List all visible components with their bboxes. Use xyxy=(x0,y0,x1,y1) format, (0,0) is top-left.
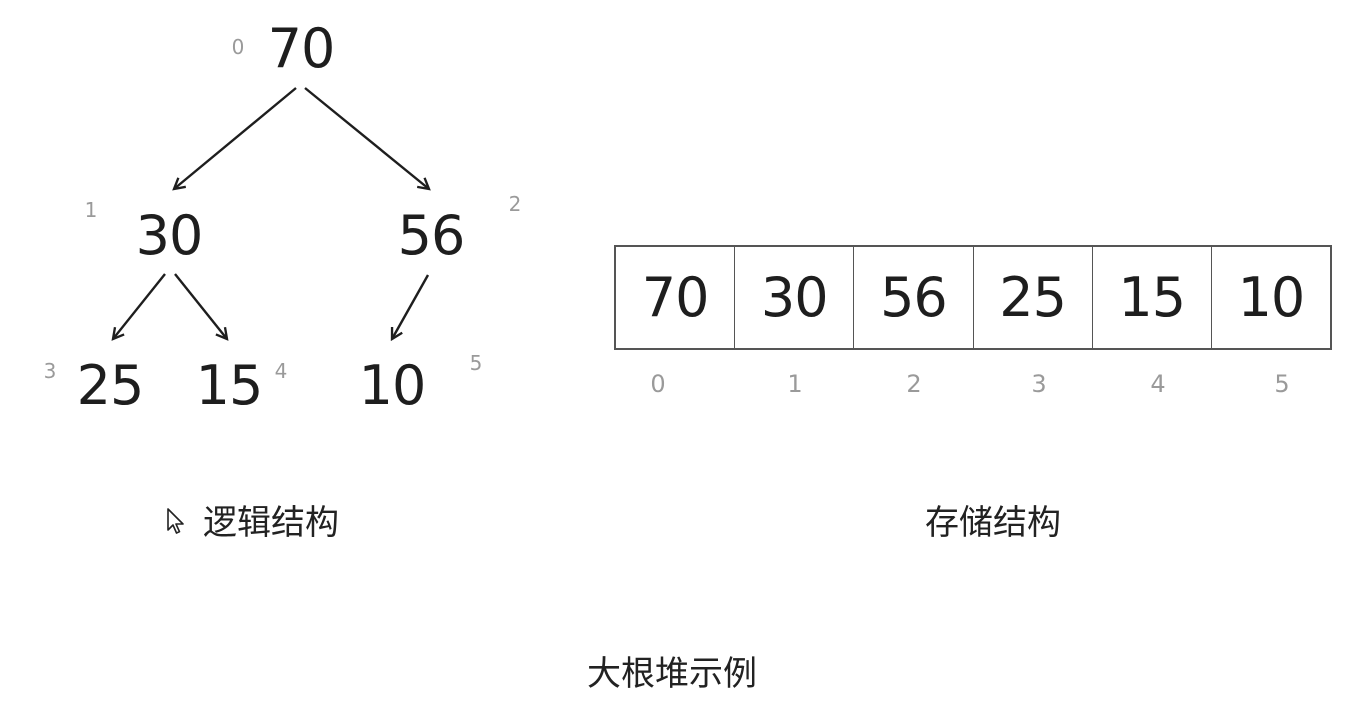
array-cell: 70 xyxy=(641,266,710,329)
tree-node-index: 3 xyxy=(43,359,57,383)
tree-node-index: 4 xyxy=(274,359,288,383)
array-index: 5 xyxy=(1274,370,1290,398)
tree-node-index: 1 xyxy=(84,198,98,222)
storage-array: 70 30 56 25 15 10 xyxy=(614,245,1332,350)
edge-0-2 xyxy=(304,87,429,189)
array-index: 0 xyxy=(650,370,666,398)
edge-0-1 xyxy=(174,87,297,189)
edge-1-3 xyxy=(113,273,166,339)
tree-node: 15 xyxy=(195,354,264,417)
tree-node: 10 xyxy=(358,354,427,417)
tree-caption: 逻辑结构 xyxy=(203,503,339,543)
array-index: 4 xyxy=(1150,370,1166,398)
diagram-title: 大根堆示例 xyxy=(587,654,757,694)
tree-node: 56 xyxy=(397,204,466,267)
array-cell: 25 xyxy=(972,247,1092,348)
tree-node: 25 xyxy=(76,354,145,417)
tree-node-index: 2 xyxy=(508,192,522,216)
tree-node-index: 0 xyxy=(231,35,245,59)
tree-node-index: 5 xyxy=(469,351,483,375)
tree-node: 30 xyxy=(135,204,204,267)
edge-2-5 xyxy=(392,274,430,339)
mouse-pointer-icon xyxy=(167,508,184,534)
array-cell: 56 xyxy=(853,247,972,348)
array-cell: 15 xyxy=(1091,247,1211,348)
array-caption: 存储结构 xyxy=(925,503,1061,543)
array-cell: 10 xyxy=(1210,247,1330,348)
edge-1-4 xyxy=(174,273,227,339)
array-index: 3 xyxy=(1031,370,1047,398)
array-cell: 30 xyxy=(734,247,853,348)
tree-node: 70 xyxy=(267,17,336,80)
array-index: 2 xyxy=(906,370,922,398)
array-index: 1 xyxy=(787,370,803,398)
